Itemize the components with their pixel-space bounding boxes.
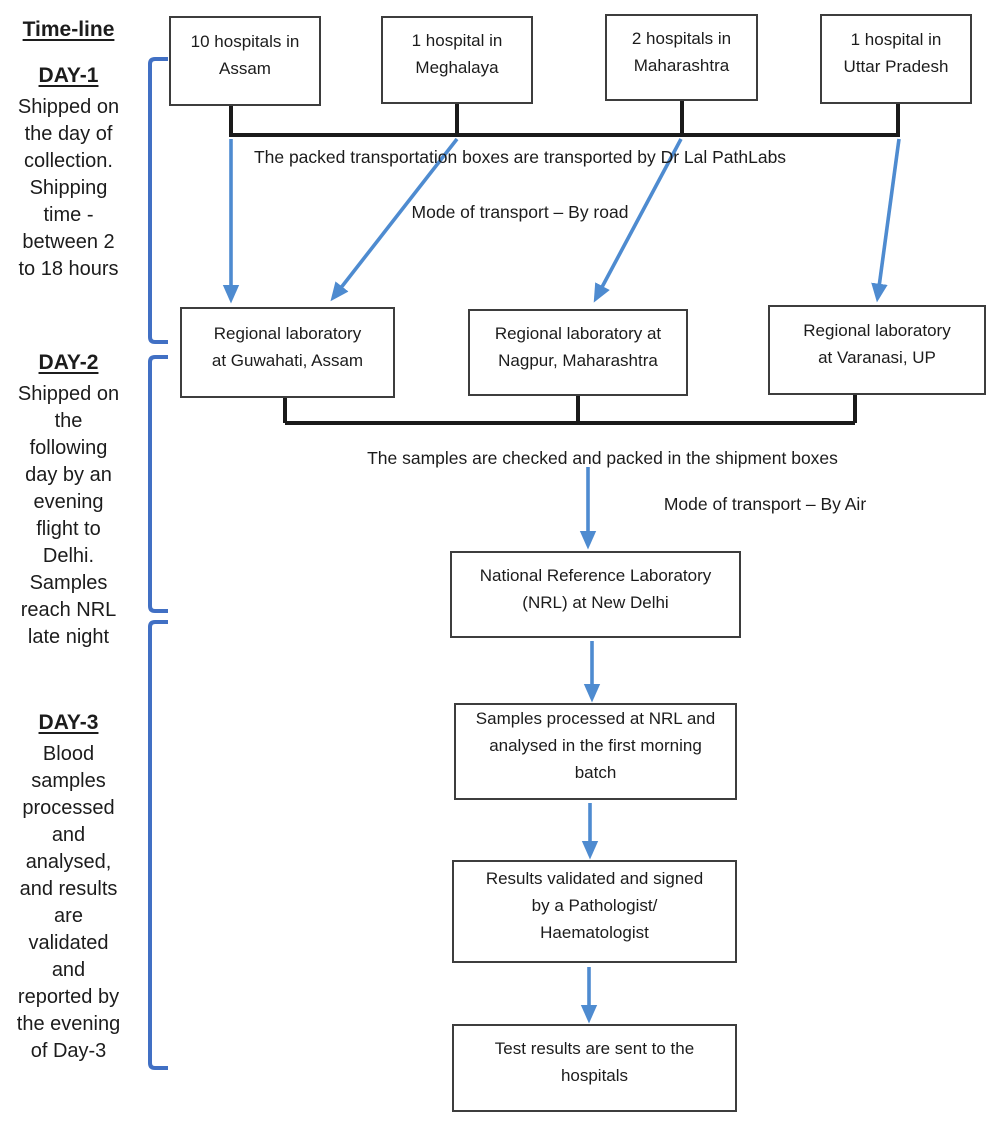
day-3-description: Blood samples processed and analysed, an… xyxy=(16,743,121,1062)
note-packing: The samples are checked and packed in th… xyxy=(367,448,838,468)
process-box-validation: Results validated and signed by a Pathol… xyxy=(452,860,737,963)
bracket-day-2-icon xyxy=(148,355,168,613)
lab-junction-lines xyxy=(283,395,857,425)
process-box-nrl: National Reference Laboratory (NRL) at N… xyxy=(450,551,741,638)
timeline-heading: Time-line xyxy=(22,18,115,41)
note-road-carrier: The packed transportation boxes are tran… xyxy=(253,147,787,167)
day-1-label: DAY-1 xyxy=(38,64,99,87)
lab-box-nagpur: Regional laboratory at Nagpur, Maharasht… xyxy=(468,309,688,396)
arrow-meghalaya-to-guwahati-icon xyxy=(330,137,459,302)
process-box-analysis: Samples processed at NRL and analysed in… xyxy=(454,703,737,800)
lab-box-varanasi: Regional laboratory at Varanasi, UP xyxy=(768,305,986,395)
day-2-label: DAY-2 xyxy=(38,351,99,374)
hospital-box-uttar-pradesh: 1 hospital in Uttar Pradesh xyxy=(820,14,972,104)
process-box-results: Test results are sent to the hospitals xyxy=(452,1024,737,1112)
day-brackets xyxy=(148,57,168,1070)
hospital-box-meghalaya: 1 hospital in Meghalaya xyxy=(381,16,533,104)
timeline-sidebar: Time-line DAY-1 Shipped on the day of co… xyxy=(0,0,137,1129)
bracket-day-3-icon xyxy=(148,620,168,1070)
bracket-day-1-icon xyxy=(148,57,168,344)
arrow-maharashtra-to-nagpur-icon xyxy=(593,138,683,303)
hospital-box-assam: 10 hospitals in Assam xyxy=(169,16,321,106)
note-air-mode: Mode of transport – By Air xyxy=(663,494,867,514)
lab-box-guwahati: Regional laboratory at Guwahati, Assam xyxy=(180,307,395,398)
flow-arrows xyxy=(222,137,901,1024)
hospital-box-maharashtra: 2 hospitals in Maharashtra xyxy=(605,14,758,101)
day-1-description: Shipped on the day of collection. Shippi… xyxy=(17,96,120,280)
day-2-description: Shipped on the following day by an eveni… xyxy=(17,383,120,648)
hospital-junction-lines xyxy=(229,100,900,137)
note-road-mode: Mode of transport – By road xyxy=(411,202,629,222)
day-3-label: DAY-3 xyxy=(38,711,99,734)
arrow-up-to-varanasi-icon xyxy=(871,138,901,303)
